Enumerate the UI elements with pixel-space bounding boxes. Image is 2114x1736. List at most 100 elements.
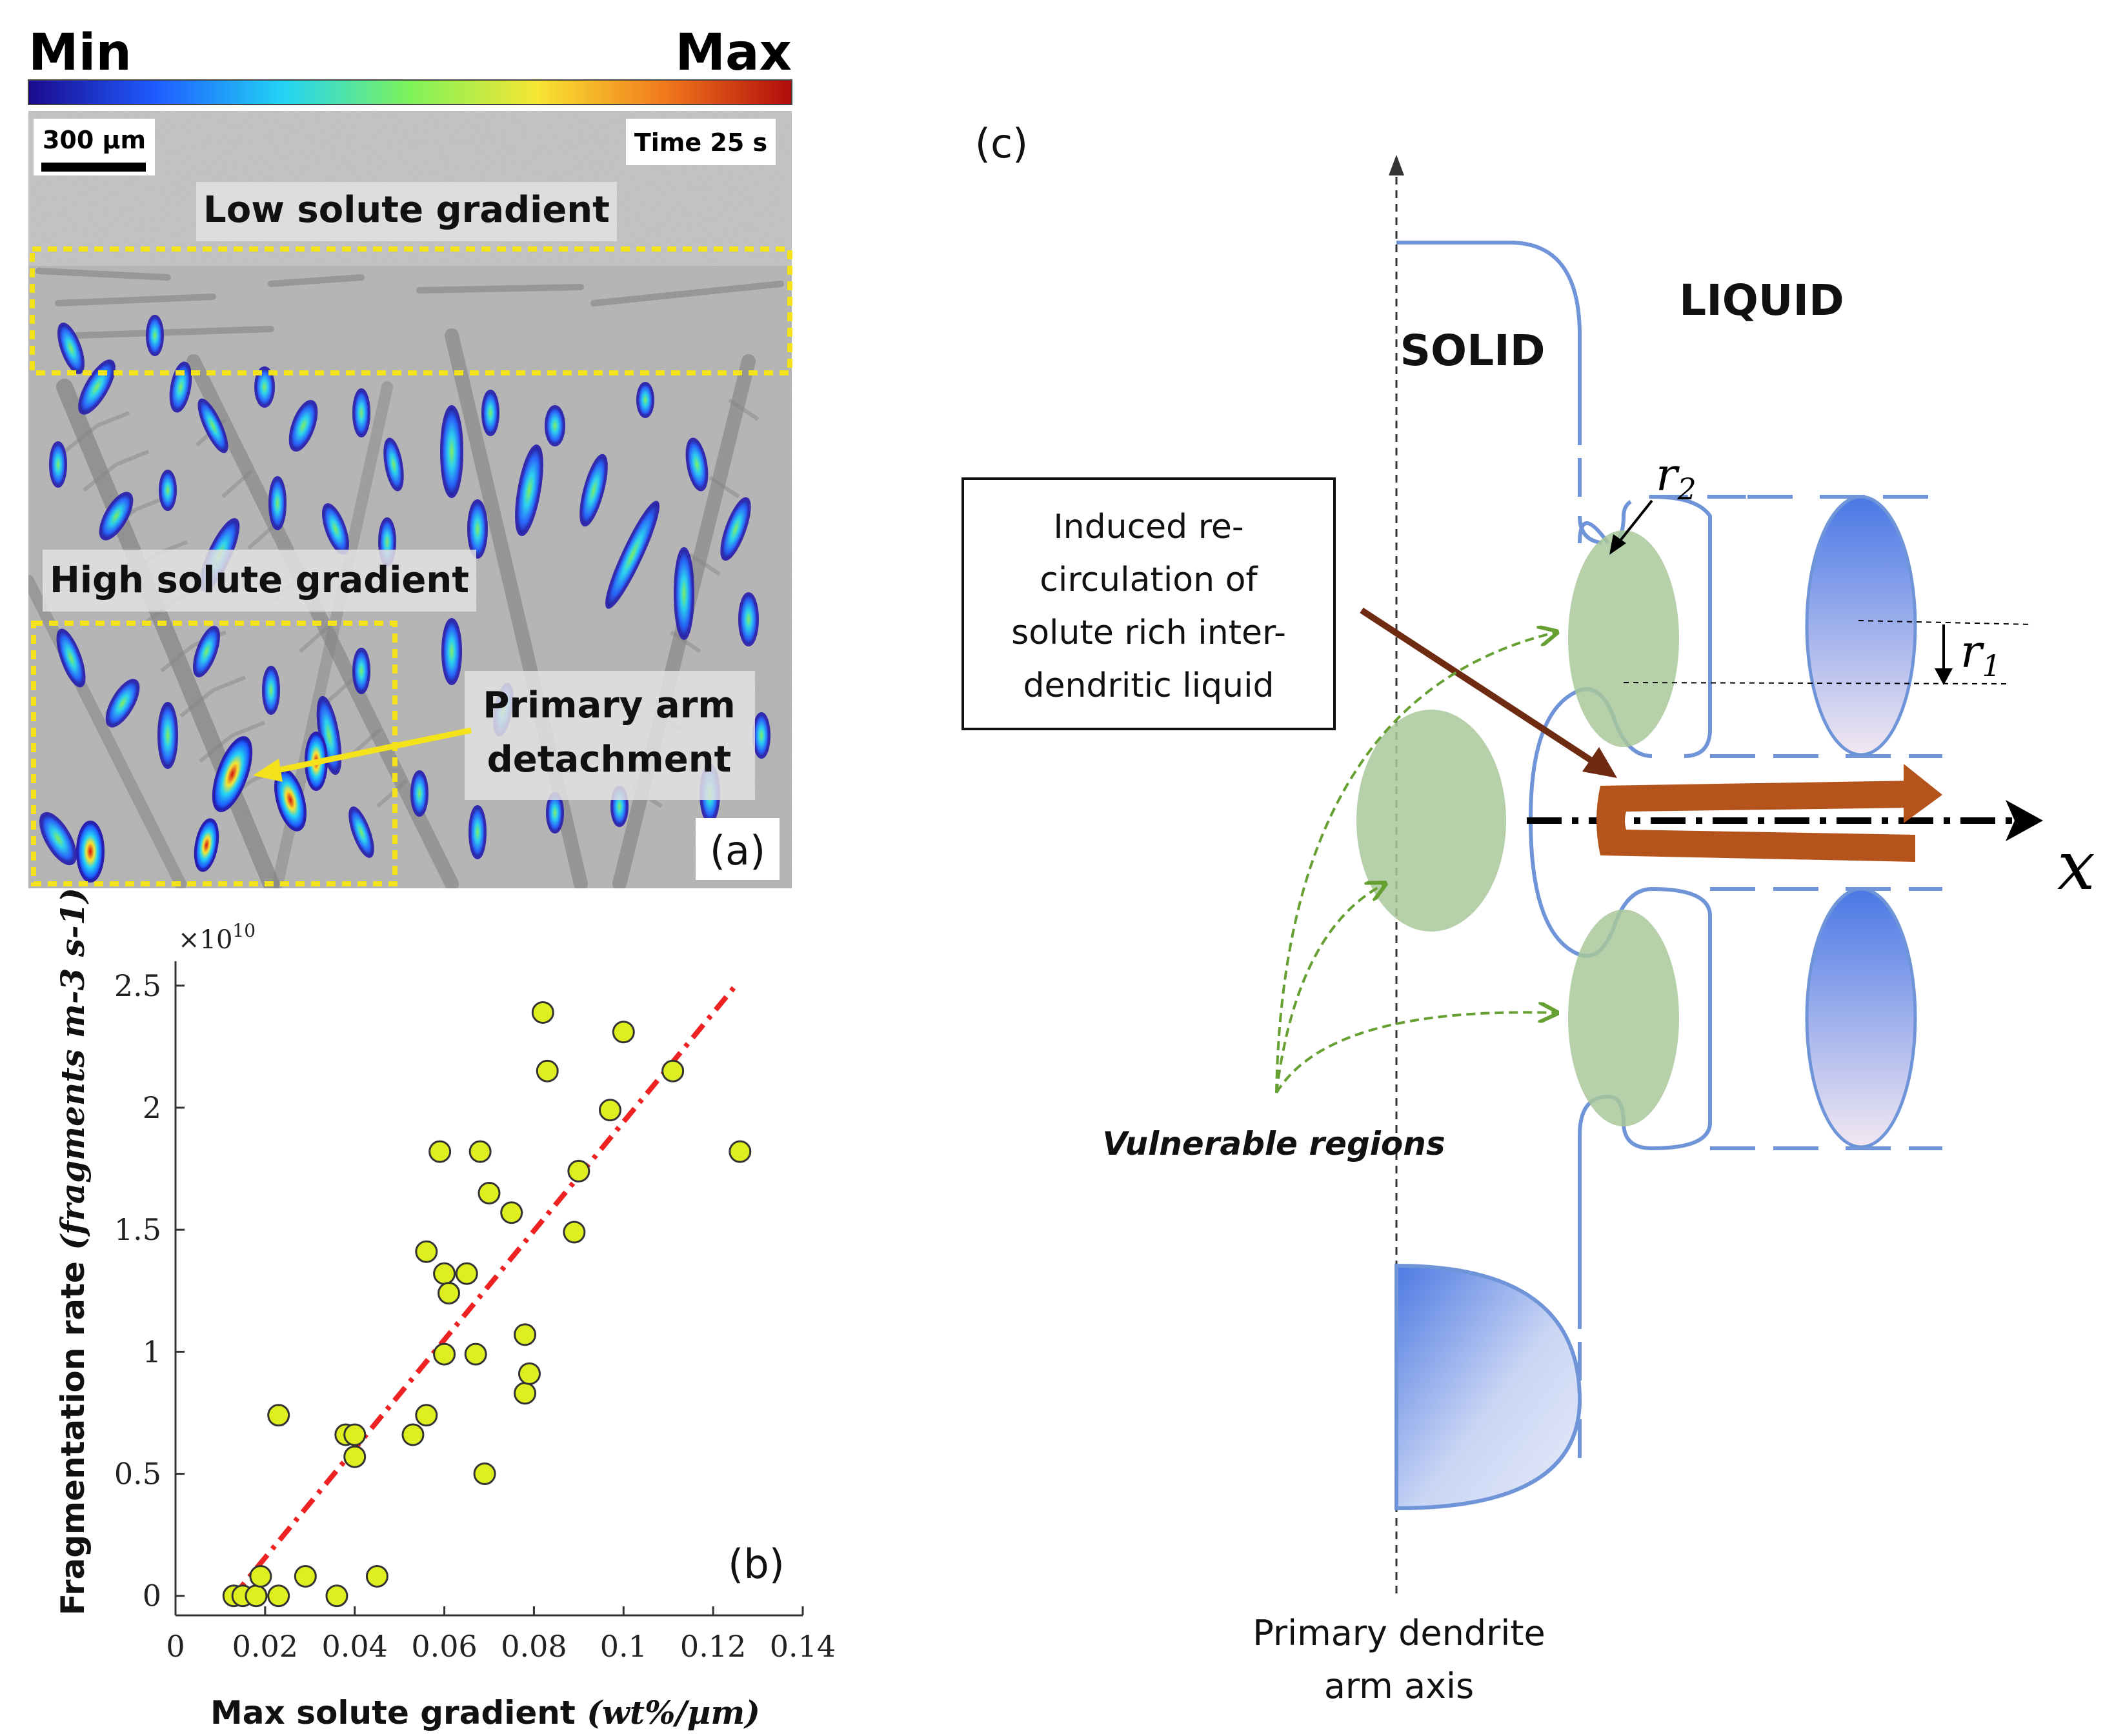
colorbar-max-label: Max <box>675 24 792 82</box>
solute-blob <box>288 400 318 452</box>
r1-annotation: r1 <box>1623 620 2033 685</box>
axis-label-line1: Primary dendrite <box>1253 1613 1545 1653</box>
solute-blob <box>99 492 134 541</box>
data-point <box>343 1445 367 1468</box>
fit-line-group <box>232 984 738 1598</box>
high-gradient-annotation: High solute gradient <box>43 550 476 612</box>
data-point <box>518 1362 541 1385</box>
solute-blob <box>383 437 404 492</box>
y-tick-label: 2.5 <box>114 968 161 1003</box>
data-point <box>267 1404 290 1427</box>
solute-blob <box>636 382 654 418</box>
data-point <box>661 1059 685 1083</box>
recirculation-callout: Induced re- circulation of solute rich i… <box>961 477 1336 730</box>
data-point <box>415 1404 438 1427</box>
data-point <box>473 1462 496 1486</box>
chart-axes <box>174 961 804 1617</box>
callout-line3: solute rich inter- <box>1011 614 1286 652</box>
x-tick-label: 0.08 <box>501 1629 567 1664</box>
x-tick-label: 0.14 <box>770 1629 836 1664</box>
solute-blob <box>481 390 499 436</box>
data-point <box>249 1564 272 1588</box>
vulnerable-region-lower <box>1568 910 1679 1126</box>
x-tick-label: 0.12 <box>680 1629 746 1664</box>
solute-blob <box>39 812 77 866</box>
data-point <box>500 1201 523 1224</box>
solute-blob-high <box>76 821 105 883</box>
data-points <box>222 1001 752 1608</box>
scalebar-bar <box>41 163 146 172</box>
colorbar-min-label: Min <box>28 24 132 82</box>
x-tick-label: 0.1 <box>600 1629 647 1664</box>
solute-blob <box>467 499 488 559</box>
solute-blob-high <box>194 818 219 872</box>
vulnerable-arrows <box>1275 632 1556 1094</box>
solute-blob <box>157 702 178 769</box>
y-tick-label: 0.5 <box>114 1457 161 1492</box>
vulnerable-label: Vulnerable regions <box>1102 1125 1445 1162</box>
data-point <box>433 1262 456 1285</box>
data-point <box>433 1342 456 1366</box>
data-point <box>464 1342 487 1366</box>
x-axis-symbol: x <box>2057 826 2095 905</box>
solute-blob <box>410 770 428 817</box>
x-tick-label: 0.02 <box>232 1629 298 1664</box>
data-point <box>478 1181 501 1204</box>
vulnerable-regions <box>1356 530 1679 1126</box>
callout-pointer <box>1360 607 1598 767</box>
r2-annotation: r2 <box>1609 448 1696 555</box>
solute-blob <box>105 679 140 728</box>
data-point <box>531 1001 554 1024</box>
low-gradient-label: Low solute gradient <box>203 189 610 231</box>
solute-blob <box>468 805 487 859</box>
y-tick-label: 0 <box>143 1579 161 1613</box>
dendrite-tip-cap <box>1394 1263 1582 1511</box>
x-axis-arrowhead <box>2006 800 2043 841</box>
solute-blob <box>752 712 770 759</box>
data-point <box>325 1584 348 1608</box>
solute-blob <box>441 618 462 685</box>
solute-blob <box>197 398 228 454</box>
panel-a-label: (a) <box>710 827 765 874</box>
r2-label: r2 <box>1656 448 1696 506</box>
solute-blob <box>193 626 220 677</box>
fit-line <box>232 984 738 1598</box>
data-point <box>438 1282 461 1305</box>
detachment-arrow <box>270 727 472 775</box>
data-point <box>343 1423 367 1446</box>
data-point <box>514 1323 537 1346</box>
solute-blob <box>268 476 287 530</box>
vulnerable-region-upper <box>1568 530 1679 747</box>
data-point <box>401 1423 425 1446</box>
scalebar-label: 300 µm <box>43 126 146 154</box>
solute-blob <box>146 315 164 356</box>
r1-label: r1 <box>1960 625 2001 683</box>
vulnerable-region-center <box>1356 710 1506 932</box>
solid-label: SOLID <box>1400 326 1545 375</box>
solute-blob <box>738 592 759 646</box>
secondary-arm-upper <box>1805 495 1917 757</box>
x-axis-label: Max solute gradient (wt%/µm) <box>210 1693 760 1731</box>
data-point <box>729 1140 752 1163</box>
y-tick-label: 1 <box>143 1334 161 1369</box>
data-point <box>455 1262 478 1285</box>
data-point <box>567 1159 590 1182</box>
solute-blob <box>159 470 177 511</box>
secondary-arm-lower <box>1805 887 1917 1149</box>
solute-blob <box>579 454 608 527</box>
solute-blob <box>57 323 85 374</box>
data-point <box>267 1584 290 1608</box>
low-gradient-annotation: Low solute gradient <box>196 182 617 241</box>
y-axis-label: Fragmentation rate (fragments m-3 s-1) <box>54 888 92 1615</box>
data-point <box>468 1140 492 1163</box>
colorbar <box>28 79 792 105</box>
time-stamp: Time 25 s <box>626 119 776 165</box>
scalebar: 300 µm <box>34 119 155 175</box>
callout-pointer-head <box>1582 747 1617 778</box>
callout-line2: circulation of <box>1040 561 1258 599</box>
data-point <box>294 1564 317 1588</box>
solute-blob <box>720 497 751 561</box>
